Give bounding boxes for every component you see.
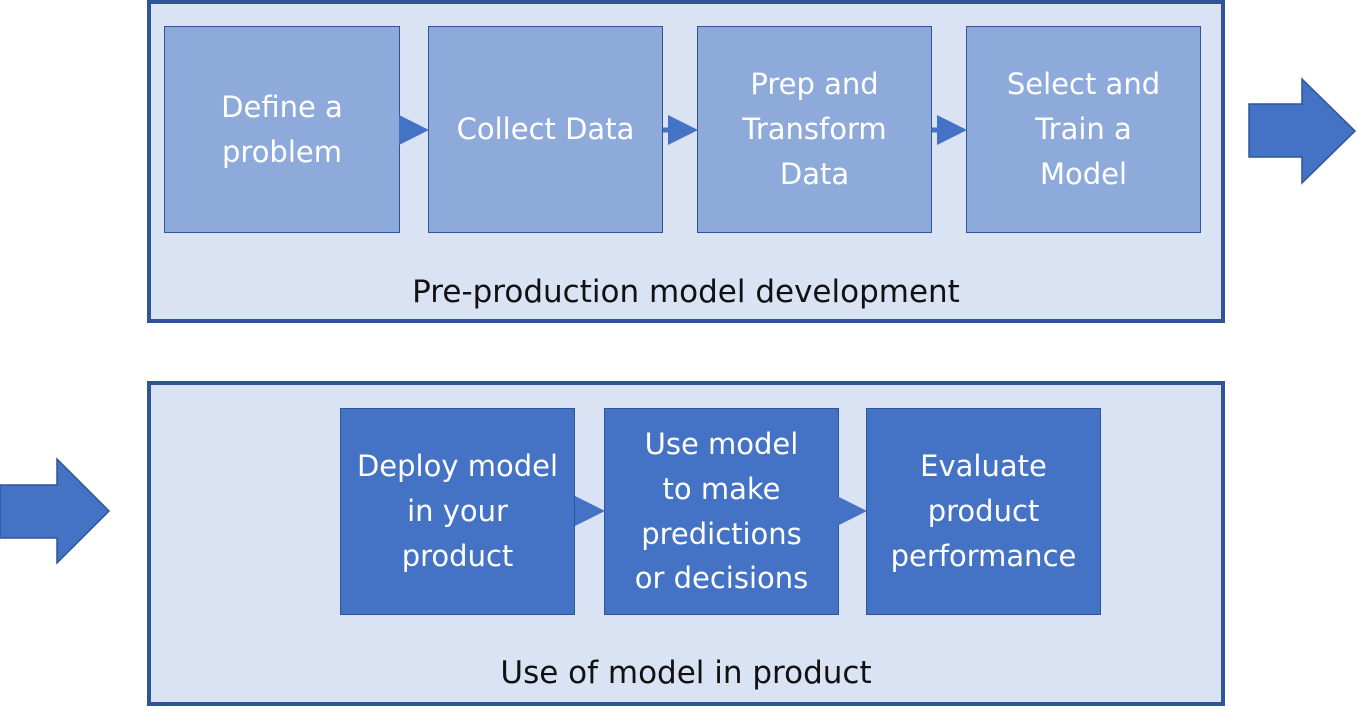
step-define-problem-label: Define a problem [221,89,343,169]
step-use-model: Use model to make predictions or decisio… [604,408,839,615]
step-deploy-model: Deploy model in your product [340,408,575,615]
step-deploy-model-label: Deploy model in your product [356,449,559,573]
step-collect-data-label: Collect Data [456,112,635,147]
step-select-train-model: Select and Train a Model [966,26,1201,233]
step-define-problem: Define a problem [164,26,400,233]
pre-production-caption: Pre-production model development [412,274,960,310]
step-select-train-model-label: Select and Train a Model [1006,67,1161,191]
big-right-arrow-bottom [0,457,111,565]
step-prep-transform-data-label: Prep and Transform Data [742,67,887,191]
big-right-arrow-top [1248,77,1357,185]
use-in-product-caption: Use of model in product [500,655,872,691]
step-evaluate-performance-label: Evaluate product performance [890,449,1077,573]
step-use-model-label: Use model to make predictions or decisio… [634,426,809,596]
step-collect-data: Collect Data [428,26,663,233]
step-evaluate-performance: Evaluate product performance [866,408,1101,615]
step-prep-transform-data: Prep and Transform Data [697,26,932,233]
